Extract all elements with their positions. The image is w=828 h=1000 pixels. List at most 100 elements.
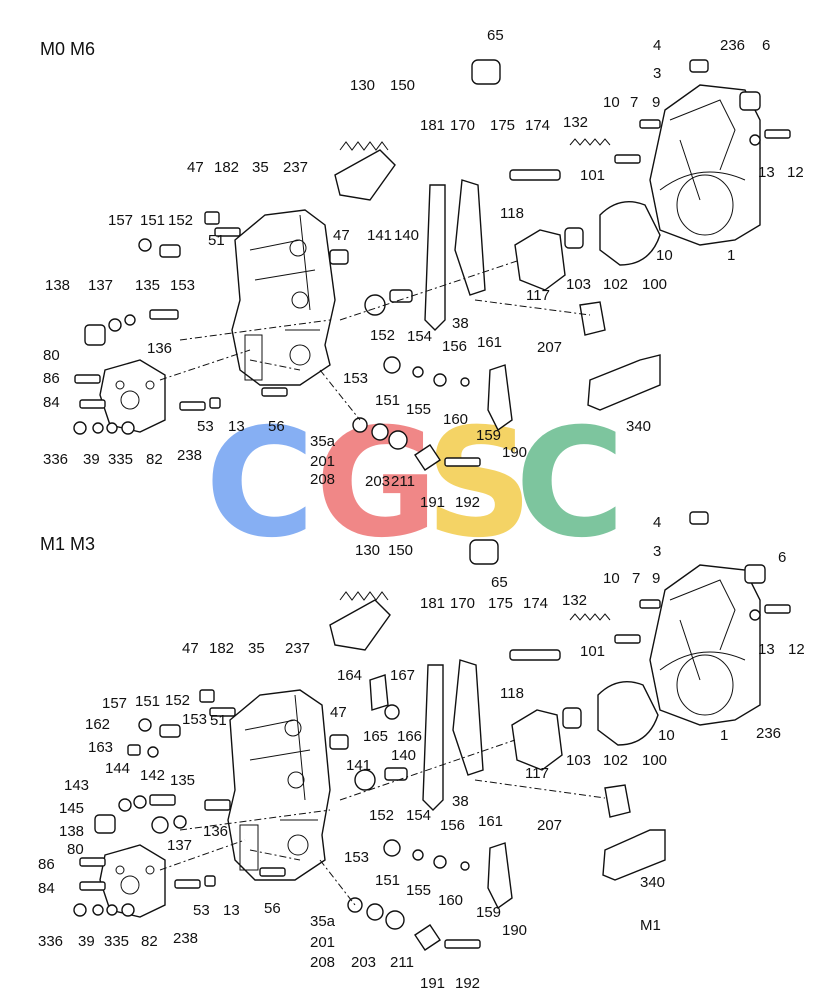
bracket-340-lower (602, 829, 666, 881)
upper-part-label: 170 (450, 117, 475, 134)
lower-part-label: 151 (375, 872, 400, 889)
upper-part-label: 35 (252, 159, 269, 176)
upper-exploded-view (73, 59, 791, 471)
lower-part-label: 10 (603, 570, 620, 587)
lower-part-label: 101 (580, 643, 605, 660)
lower-part-label: 151 (135, 693, 160, 710)
governor-housing-lower (227, 689, 331, 881)
sleeve-lower (511, 709, 563, 771)
lower-part-label: 138 (59, 823, 84, 840)
upper-part-label: 51 (208, 232, 225, 249)
upper-part-label: 53 (197, 418, 214, 435)
pump-body-lower (649, 564, 761, 726)
flyweight-lower (597, 681, 659, 746)
bracket-340 (587, 354, 661, 411)
lower-part-label: 132 (562, 592, 587, 609)
upper-part-label: 140 (394, 227, 419, 244)
lower-part-label: 56 (264, 900, 281, 917)
bracket-207 (579, 301, 606, 336)
cover-plate (99, 359, 166, 433)
lower-part-label: M1 (640, 917, 661, 934)
upper-part-label: 207 (537, 339, 562, 356)
upper-part-label: 174 (525, 117, 550, 134)
lower-part-label: 170 (450, 595, 475, 612)
upper-part-label: 47 (187, 159, 204, 176)
lower-part-label: 191 (420, 975, 445, 992)
lower-part-label: 165 (363, 728, 388, 745)
lower-part-label: 182 (209, 640, 234, 657)
lever-170 (454, 179, 486, 296)
upper-part-label: 201 (310, 453, 335, 470)
upper-part-label: 101 (580, 167, 605, 184)
upper-part-label: 136 (147, 340, 172, 357)
upper-part-label: 153 (170, 277, 195, 294)
lower-part-label: 153 (182, 711, 207, 728)
upper-part-label: 100 (642, 276, 667, 293)
link-150 (334, 149, 396, 201)
lower-part-label: 7 (632, 570, 640, 587)
lower-part-label: 164 (337, 667, 362, 684)
upper-part-label: 86 (43, 370, 60, 387)
section-title-top: M0 M6 (40, 39, 95, 59)
lower-part-label: 160 (438, 892, 463, 909)
lever-181-lower (422, 664, 444, 811)
lower-part-label: 237 (285, 640, 310, 657)
lever-170-lower (452, 659, 484, 776)
lower-part-label: 208 (310, 954, 335, 971)
lower-part-label: 144 (105, 760, 130, 777)
upper-part-label: 82 (146, 451, 163, 468)
nut-65-lower (469, 539, 499, 565)
lower-part-label: 47 (330, 704, 347, 721)
lower-part-label: 103 (566, 752, 591, 769)
upper-part-label: 161 (477, 334, 502, 351)
lower-part-label: 340 (640, 874, 665, 891)
upper-part-label: 38 (452, 315, 469, 332)
upper-part-label: 9 (652, 94, 660, 111)
upper-part-label: 154 (407, 328, 432, 345)
upper-part-label: 191 (420, 494, 445, 511)
upper-part-label: 1 (727, 247, 735, 264)
upper-part-label: 238 (177, 447, 202, 464)
upper-part-label: 80 (43, 347, 60, 364)
upper-part-label: 237 (283, 159, 308, 176)
lower-part-label: 190 (502, 922, 527, 939)
upper-part-label: 138 (45, 277, 70, 294)
lower-part-label: 135 (170, 772, 195, 789)
lower-part-label: 154 (406, 807, 431, 824)
upper-part-label: 141 (367, 227, 392, 244)
lower-part-label: 207 (537, 817, 562, 834)
upper-part-label: 7 (630, 94, 638, 111)
upper-part-label: 10 (603, 94, 620, 111)
lower-part-label: 142 (140, 767, 165, 784)
upper-part-label: 10 (656, 247, 673, 264)
lower-part-label: 137 (167, 837, 192, 854)
lower-part-label: 143 (64, 777, 89, 794)
lever-181 (424, 184, 446, 331)
upper-part-label: 182 (214, 159, 239, 176)
upper-part-label: 335 (108, 451, 133, 468)
upper-part-label: 47 (333, 227, 350, 244)
lower-part-label: 100 (642, 752, 667, 769)
upper-part-label: 102 (603, 276, 628, 293)
lower-part-label: 192 (455, 975, 480, 992)
lower-part-label: 153 (344, 849, 369, 866)
upper-part-label: 151 (140, 212, 165, 229)
upper-part-label: 160 (443, 411, 468, 428)
lower-part-label: 336 (38, 933, 63, 950)
upper-part-label: 151 (375, 392, 400, 409)
lower-part-label: 136 (203, 823, 228, 840)
upper-part-label: 6 (762, 37, 770, 54)
lower-part-label: 159 (476, 904, 501, 921)
lower-part-label: 13 (758, 641, 775, 658)
lower-part-label: 236 (756, 725, 781, 742)
lower-part-label: 38 (452, 793, 469, 810)
lower-part-label: 174 (523, 595, 548, 612)
upper-part-label: 157 (108, 212, 133, 229)
lower-part-label: 203 (351, 954, 376, 971)
lower-part-label: 1 (720, 727, 728, 744)
upper-part-label: 13 (228, 418, 245, 435)
lower-part-label: 167 (390, 667, 415, 684)
lower-part-label: 157 (102, 695, 127, 712)
